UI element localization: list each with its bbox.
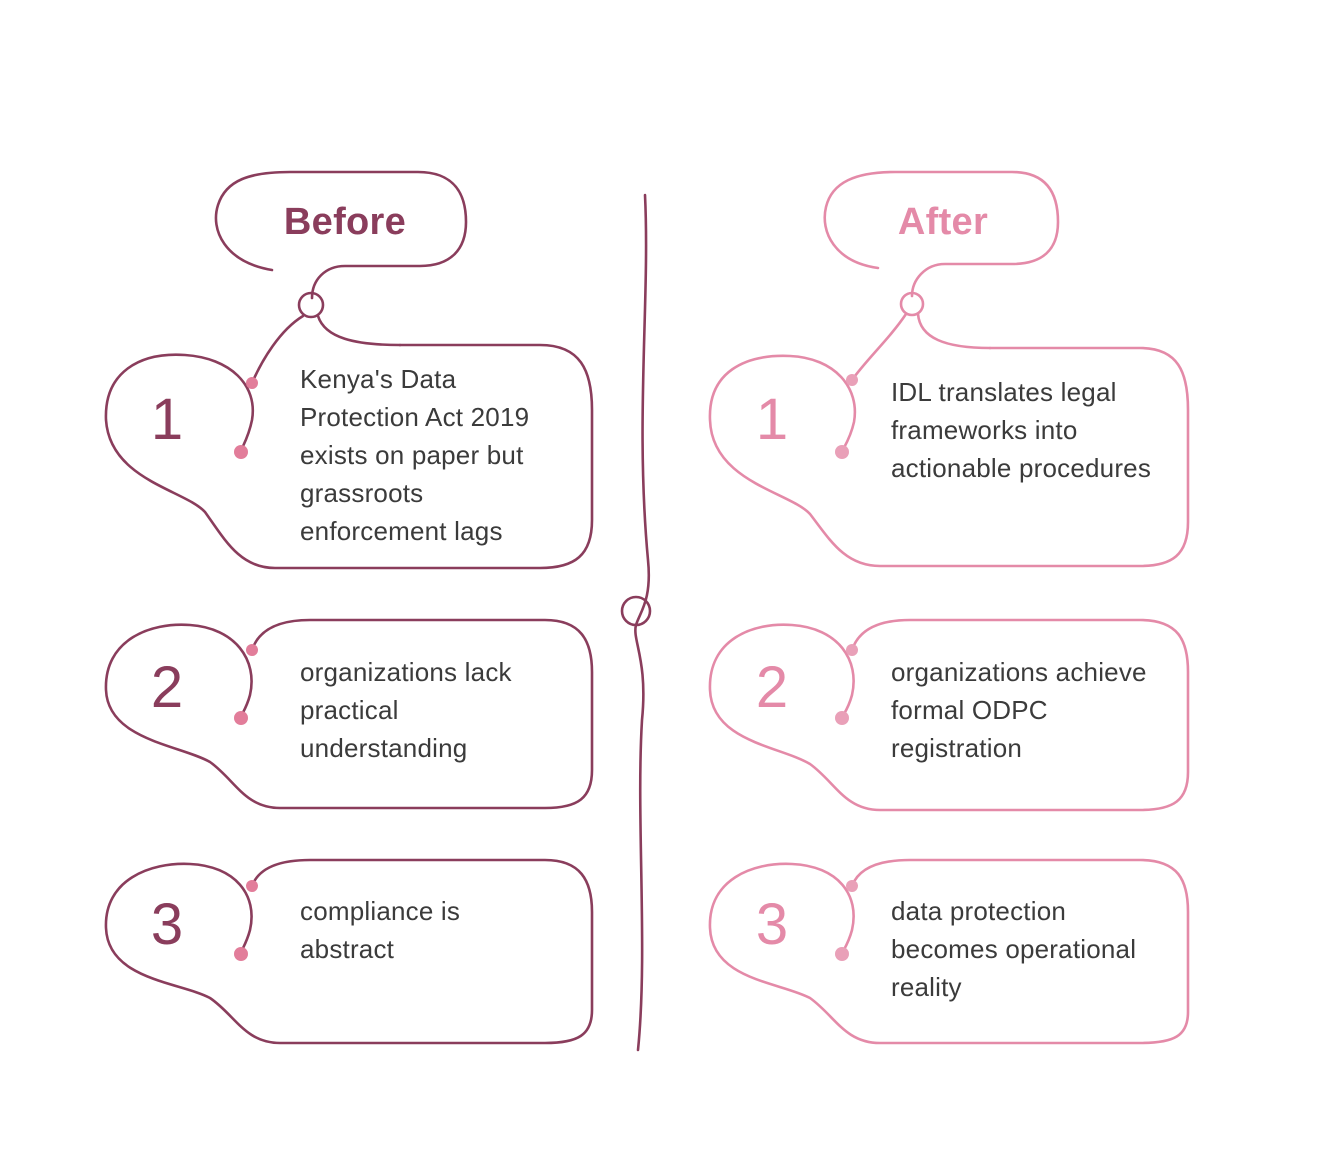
before-item-3-number: 3	[150, 892, 184, 957]
before-card-1-outline	[104, 343, 594, 570]
connector-dot	[246, 880, 258, 892]
connector-dot	[835, 445, 849, 459]
connector-dot	[234, 711, 248, 725]
before-title-bubble	[214, 170, 468, 300]
after-connector	[850, 312, 992, 382]
before-title: Before	[283, 201, 407, 243]
after-item-3-text: data protection becomes operational real…	[891, 896, 1137, 1002]
after-card-1-outline	[708, 346, 1190, 568]
after-item-2-text: organizations achieve formal ODPC regist…	[891, 657, 1147, 763]
before-item-1-text: Kenya's Data Protection Act 2019 exists …	[300, 364, 530, 546]
before-item-2-text: organizations lack practical understandi…	[300, 657, 512, 763]
before-title-loop	[297, 291, 325, 319]
after-card-3-outline	[708, 858, 1190, 1045]
before-card-3-outline	[104, 858, 594, 1045]
connector-dot	[234, 947, 248, 961]
connector-dot	[846, 374, 858, 386]
connector-dot	[846, 644, 858, 656]
after-item-3-number: 3	[755, 892, 789, 957]
before-connector	[250, 314, 402, 385]
before-card-2-outline	[104, 618, 594, 810]
after-item-1-number: 1	[755, 387, 789, 452]
after-title-loop	[899, 291, 925, 317]
connector-dot	[246, 644, 258, 656]
after-title-bubble	[823, 170, 1060, 298]
after-card-2-outline	[708, 618, 1190, 812]
connector-dot	[835, 711, 849, 725]
after-item-1-text: IDL translates legal frameworks into act…	[891, 377, 1152, 483]
after-item-2-number: 2	[755, 655, 789, 720]
before-item-3-text: compliance is abstract	[300, 896, 461, 964]
connector-dot	[846, 880, 858, 892]
before-item-2-number: 2	[150, 655, 184, 720]
connector-dot	[835, 947, 849, 961]
after-title: After	[897, 201, 989, 243]
connector-dot	[246, 377, 258, 389]
before-item-1-number: 1	[150, 387, 184, 452]
connector-dot	[234, 445, 248, 459]
divider-loop	[620, 595, 652, 627]
